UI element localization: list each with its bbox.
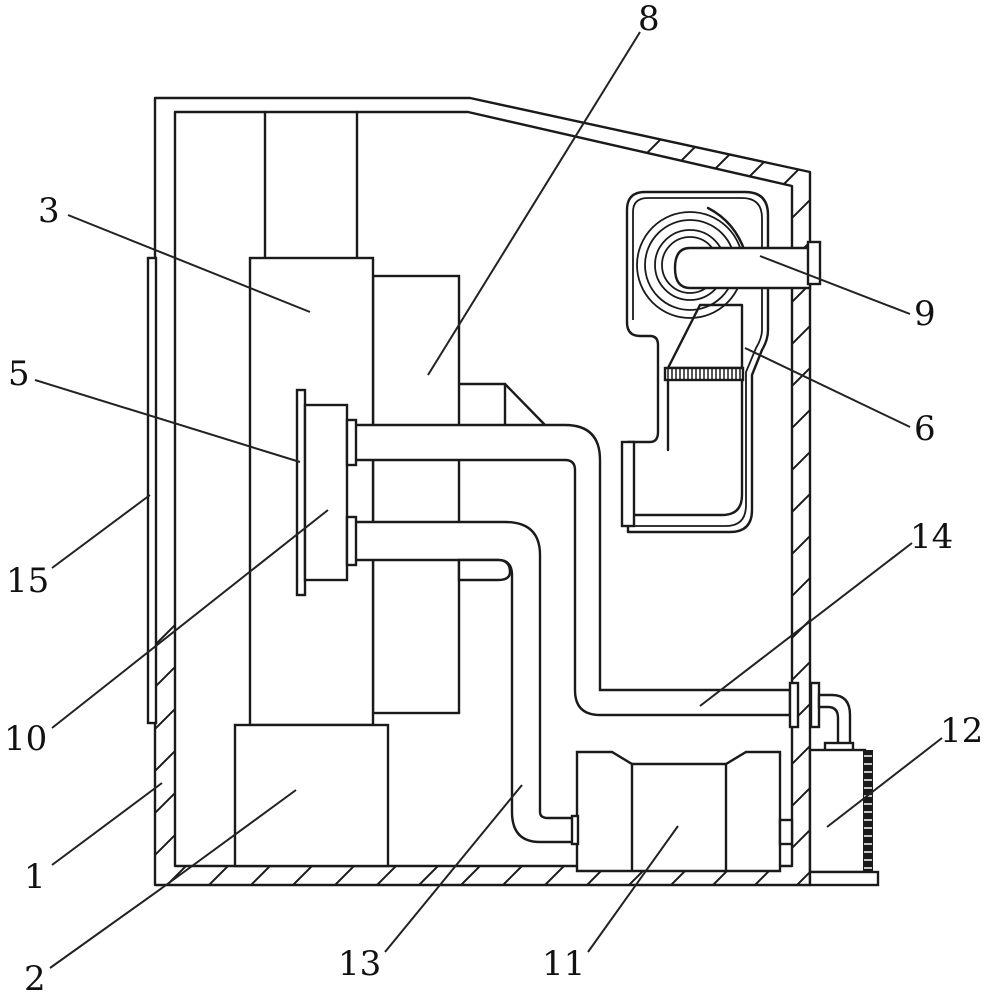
label-15: 15 xyxy=(6,561,49,601)
duct-6 xyxy=(666,303,744,370)
leader-1 xyxy=(51,782,163,866)
hatch-line xyxy=(765,98,810,885)
pipe-stub xyxy=(457,558,512,582)
leader-2b xyxy=(161,789,297,889)
label-2: 2 xyxy=(24,959,46,999)
hatch-line xyxy=(976,0,986,1000)
external-unit-13 xyxy=(788,681,880,887)
connector-lower xyxy=(345,515,358,567)
leader-12 xyxy=(384,784,523,953)
label-10: 10 xyxy=(4,719,47,759)
leader-3 xyxy=(67,214,311,313)
leader-10 xyxy=(51,509,329,729)
label-13: 12 xyxy=(940,711,983,751)
side-panel xyxy=(146,256,158,725)
part-labels: 8 3 5 15 10 1 2 13 11 9 6 14 12 xyxy=(4,0,983,999)
label-12: 13 xyxy=(338,944,381,984)
outlet-pipe-9 xyxy=(673,246,812,290)
leader-11 xyxy=(587,825,679,953)
manifold-10 xyxy=(303,403,349,582)
supply-pipe xyxy=(353,423,792,717)
leader-8 xyxy=(427,31,641,376)
label-14: 14 xyxy=(910,517,953,557)
hatch-line xyxy=(892,0,986,1000)
leader-13 xyxy=(826,737,943,828)
block-8 xyxy=(371,274,461,715)
leader-5 xyxy=(34,379,301,463)
label-3: 3 xyxy=(38,191,60,231)
leader-lines xyxy=(34,31,943,969)
leader-15 xyxy=(51,494,151,569)
leader-2a xyxy=(49,887,163,969)
connector-upper xyxy=(345,418,358,467)
tank-11 xyxy=(570,750,794,873)
leader-9 xyxy=(759,255,911,315)
label-1: 1 xyxy=(24,857,46,897)
hatch-line xyxy=(639,98,810,885)
label-6: 6 xyxy=(914,409,936,449)
label-9: 9 xyxy=(914,294,936,334)
duct-connector xyxy=(620,440,636,528)
leader-6 xyxy=(744,347,911,428)
label-5: 5 xyxy=(8,354,30,394)
base-block-2 xyxy=(233,723,390,868)
hatch-line xyxy=(934,0,986,1000)
outlet-collar xyxy=(806,240,822,286)
fan-housing xyxy=(620,190,770,534)
label-8: 8 xyxy=(638,0,660,39)
bracket xyxy=(457,382,547,427)
label-11: 11 xyxy=(542,944,585,984)
flange-plate xyxy=(295,388,307,597)
leader-14 xyxy=(699,542,913,707)
hatch-line xyxy=(155,98,810,885)
